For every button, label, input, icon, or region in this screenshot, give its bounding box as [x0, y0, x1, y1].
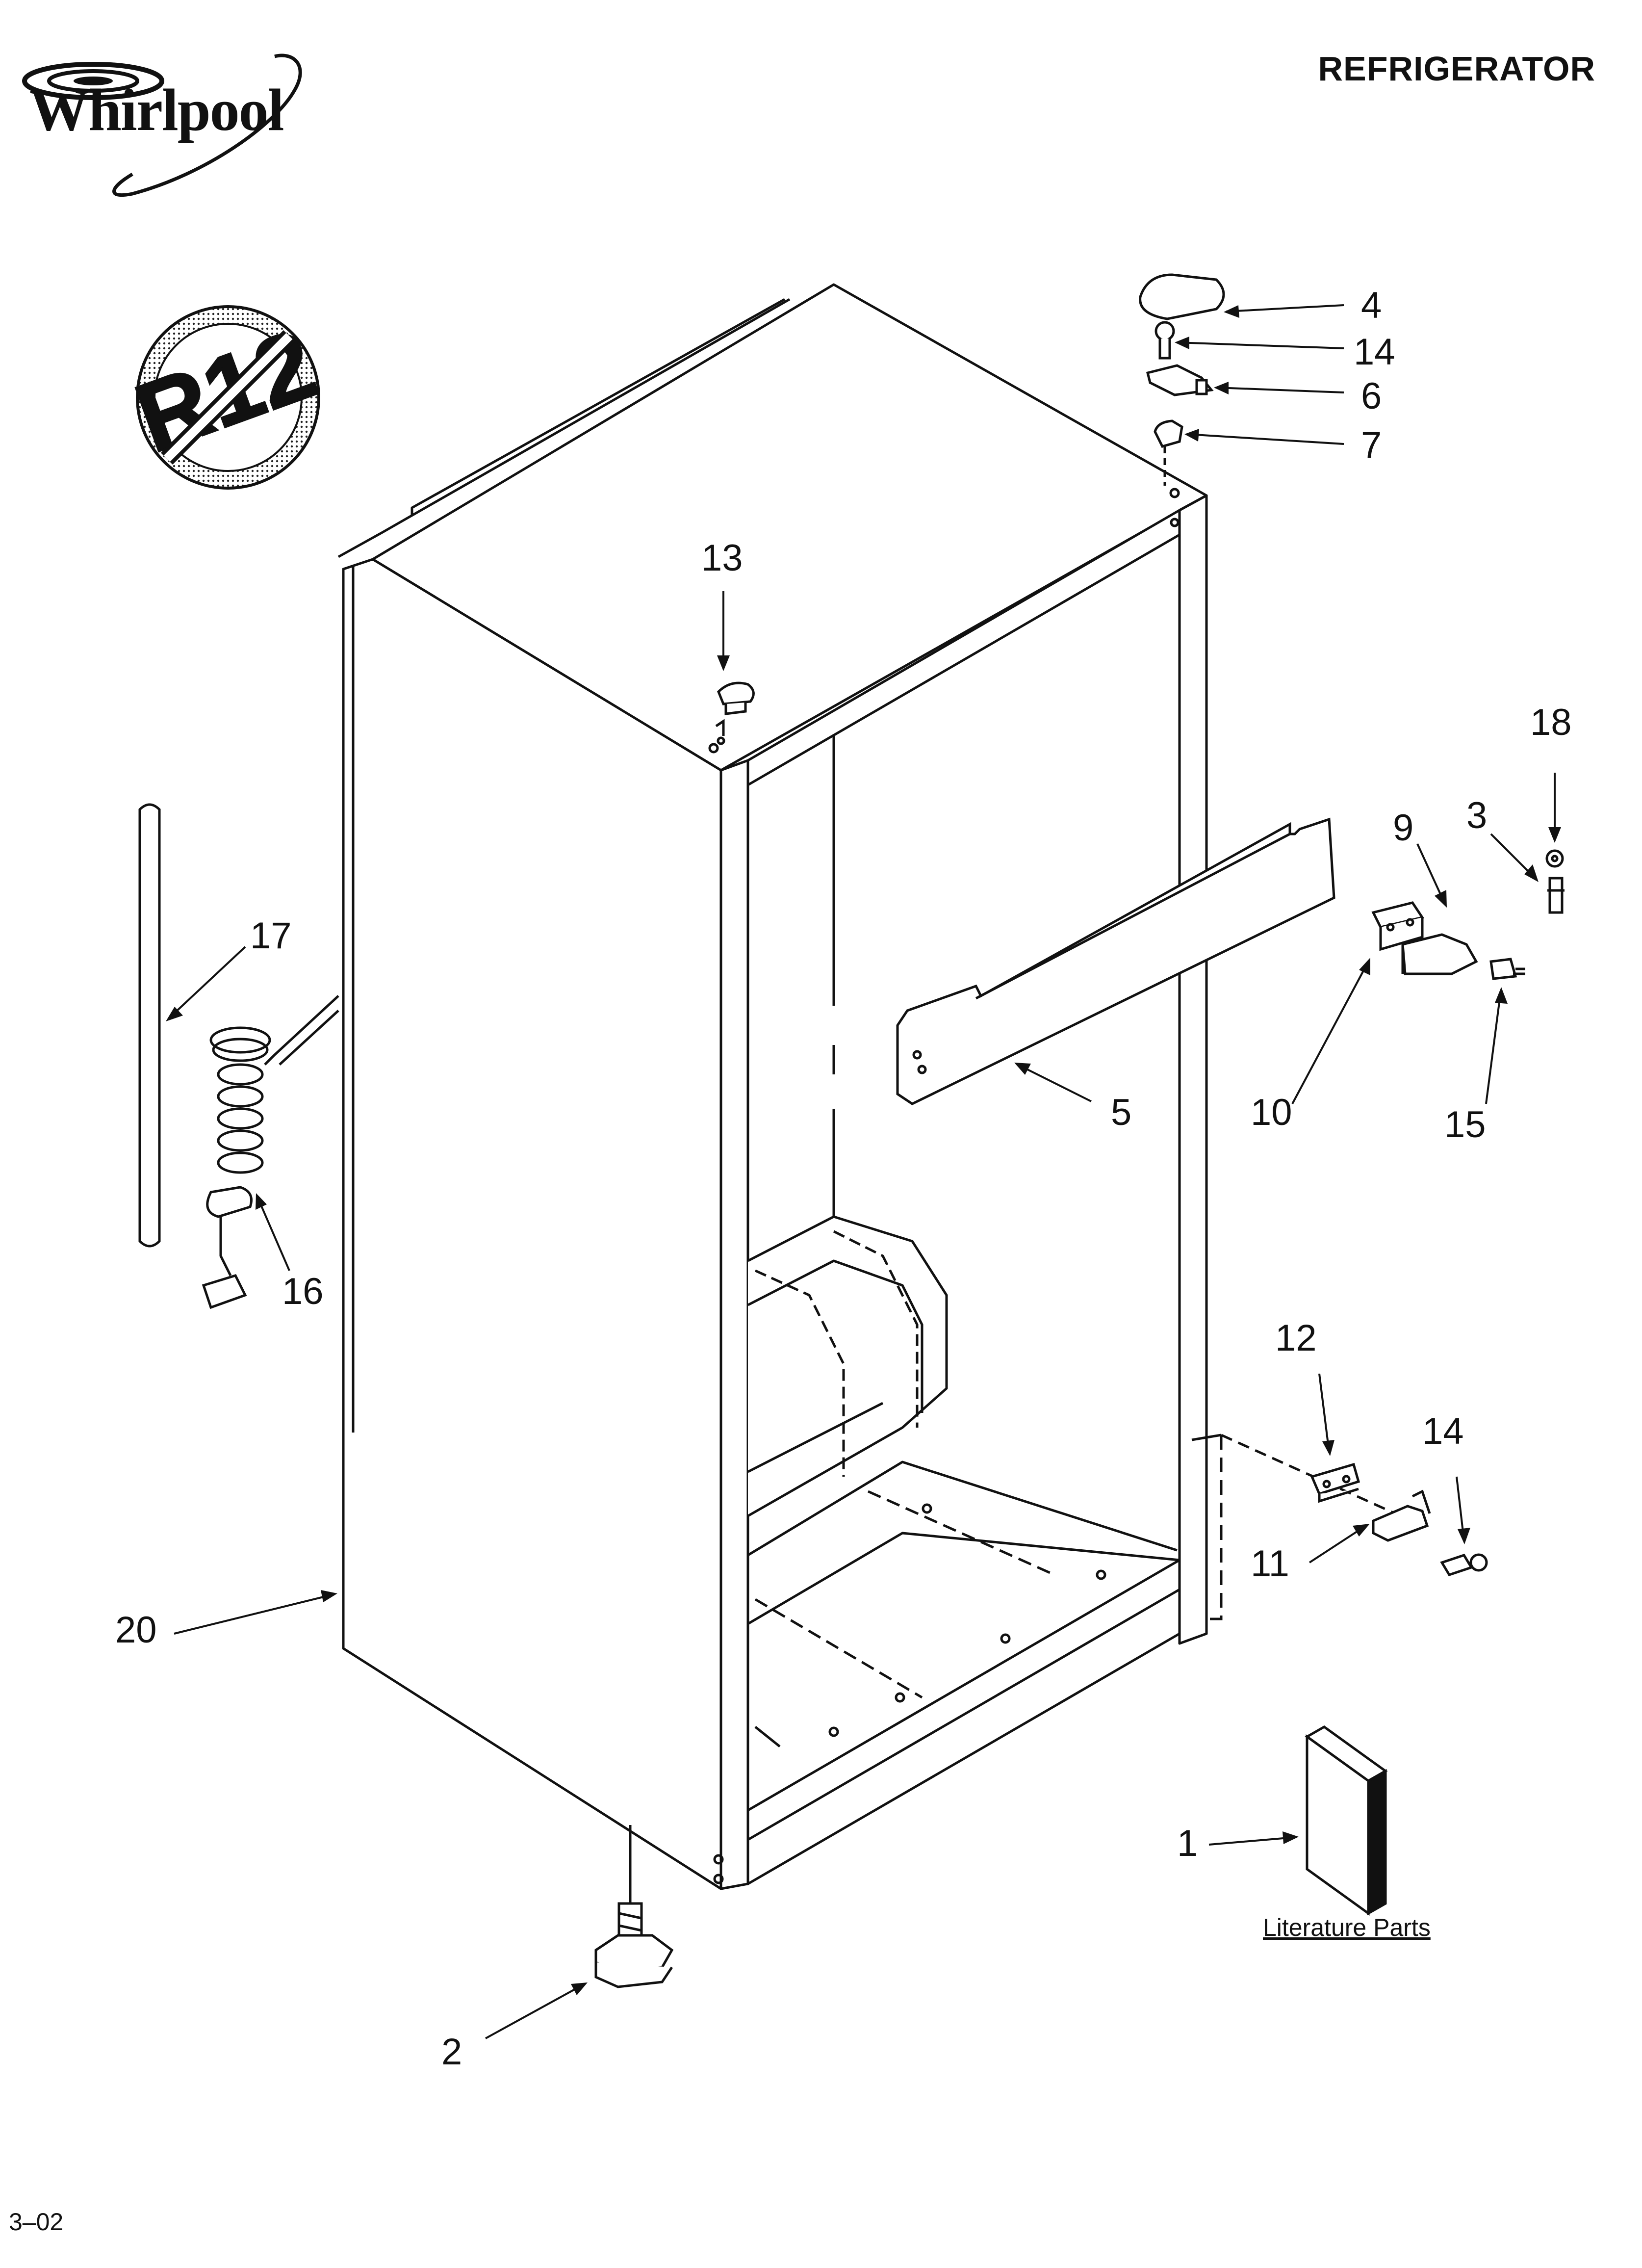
callout-label: 12: [1275, 1317, 1317, 1359]
callout-label: 20: [115, 1609, 157, 1651]
callout-label: 11: [1251, 1543, 1289, 1585]
callout-label: 14: [1422, 1410, 1464, 1452]
no-r12-badge-icon: R12: [132, 305, 324, 490]
callout-label: 13: [701, 537, 743, 579]
callout-label: 6: [1361, 375, 1382, 417]
brand-logo-text: Whirlpool: [29, 77, 284, 143]
callout-label: 2: [441, 2031, 462, 2073]
callout-label: 17: [250, 915, 292, 957]
callout-label: 5: [1111, 1092, 1132, 1133]
literature-parts-caption: Literature Parts: [1263, 1914, 1431, 1941]
callout-label: 1: [1177, 1823, 1198, 1864]
page-title: REFRIGERATOR: [1318, 50, 1595, 88]
callout-label: 7: [1361, 424, 1382, 466]
callout-label: 16: [282, 1271, 324, 1312]
callout-label: 10: [1251, 1092, 1292, 1133]
whirlpool-swirl-icon: [22, 53, 302, 197]
callout-label: 18: [1530, 702, 1572, 743]
callout-label: 3: [1466, 795, 1488, 836]
callout-label: 4: [1361, 285, 1382, 326]
callout-label: 9: [1393, 807, 1414, 849]
callout-label: 15: [1444, 1104, 1486, 1146]
footer-code: 3–02: [9, 2208, 64, 2236]
callout-label: 14: [1354, 331, 1395, 373]
